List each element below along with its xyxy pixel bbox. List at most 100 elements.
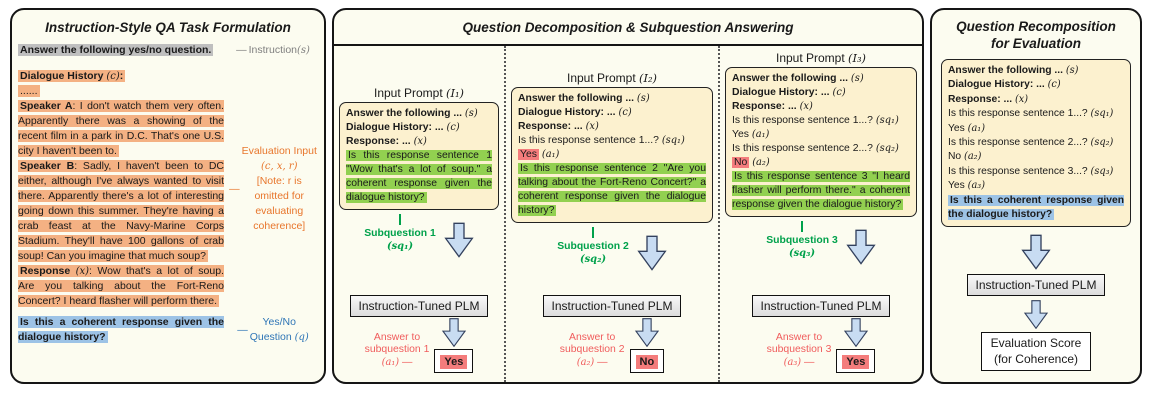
left-panel-title: Instruction-Style QA Task Formulation <box>45 20 291 35</box>
answer-to-subquestion-label-1: Answer to subquestion 1 (a₁) — <box>364 331 430 368</box>
prompt-line-instruction: Answer the following ... (s) <box>732 73 864 84</box>
input-prompt-title-2: Input Prompt (I₂) <box>566 71 657 85</box>
connector-dash: — <box>236 44 247 56</box>
right-panel-title: Question Recomposition for Evaluation <box>956 19 1116 51</box>
decomposition-column-2: Input Prompt (I₂) Answer the following .… <box>506 46 720 382</box>
prompt-line-dialogue: Dialogue History: ... (c) <box>518 107 632 118</box>
prompt-line-dialogue: Dialogue History: ... (c) <box>948 79 1061 91</box>
down-arrow-icon <box>843 318 868 347</box>
prompt-line-subq1: Is this response sentence 1...? (sq₁) <box>732 115 899 126</box>
answer-area-1: Answer to subquestion 1 (a₁) — Yes <box>365 318 474 373</box>
answer-to-subquestion-label-2: Answer to subquestion 2 (a₂) — <box>559 331 625 368</box>
prompt-line-subq3: Is this response sentence 3...? (sq₃) <box>948 165 1114 177</box>
input-prompt-title-1: Input Prompt (I₁) <box>373 86 464 100</box>
dialogue-row: Dialogue History (c): ...... Speaker A: … <box>18 69 318 309</box>
answer-box-3: Yes <box>836 349 876 373</box>
prompt-line-subq1: Is this response sentence 1...? (sq₁) <box>948 108 1114 120</box>
connector-dash: — <box>237 323 248 336</box>
input-prompt-box-3: Answer the following ... (s) Dialogue Hi… <box>725 67 917 217</box>
prompt-line-subq2: Is this response sentence 2...? (sq₂) <box>948 137 1114 149</box>
connector-tick <box>591 227 595 238</box>
middle-panel-title: Question Decomposition & Subquestion Ans… <box>462 19 794 35</box>
question-row: Is this a coherent response given the di… <box>18 315 318 345</box>
prompt-line-dialogue: Dialogue History: ... (c) <box>346 122 460 133</box>
down-arrow-icon <box>634 318 659 347</box>
down-arrow-icon <box>444 222 474 258</box>
prompt-line-instruction: Answer the following ... (s) <box>346 108 478 119</box>
connector-dash: — <box>229 182 240 195</box>
evaluation-input-label: — Evaluation Input (c, x, r) [Note: r is… <box>229 145 317 232</box>
decomposition-columns: Input Prompt (I₁) Answer the following .… <box>334 46 922 382</box>
left-panel: Instruction-Style QA Task Formulation An… <box>10 8 326 384</box>
dialogue-header: Dialogue History (c): <box>18 70 126 82</box>
decomposition-column-1: Input Prompt (I₁) Answer the following .… <box>334 46 506 382</box>
instruction-label-text: Instruction <box>248 44 298 56</box>
coherence-question-text: Is this a coherent response given the di… <box>18 316 224 343</box>
subquestion-label-3: Subquestion 3 (sq₃) <box>766 220 838 260</box>
figure-root: Instruction-Style QA Task Formulation An… <box>10 8 1142 384</box>
prompt-line-subq2: Is this response sentence 2...? (sq₂) <box>732 143 899 154</box>
subquestion-label-2: Subquestion 2 (sq₂) <box>557 226 629 266</box>
connector-tick <box>398 214 402 225</box>
dialogue-ellipsis: ...... <box>18 85 40 97</box>
response-paragraph: Response (x): Wow that's a lot of soup. … <box>18 265 224 307</box>
instruction-text-cell: Answer the following yes/no question. <box>18 43 224 58</box>
decomposition-column-3: Input Prompt (I₃) Answer the following .… <box>720 46 922 382</box>
answer-to-subquestion-label-3: Answer to subquestion 3 (a₃) — <box>766 331 832 368</box>
prompt-line-ans3: Yes (a₃) <box>948 180 986 192</box>
recomposition-prompt-box: Answer the following ... (s) Dialogue Hi… <box>941 59 1131 228</box>
instruction-row: Answer the following yes/no question. — … <box>18 43 318 58</box>
down-arrow-icon <box>1021 235 1051 271</box>
prompt-line-ans1: Yes (a₁) <box>732 129 770 140</box>
dialogue-history-block: Dialogue History (c): ...... Speaker A: … <box>18 69 224 309</box>
subquestion-text-1: Is this response sentence 1 "Wow that's … <box>346 150 492 203</box>
instruction-text: Answer the following yes/no question. <box>18 44 214 56</box>
prompt-line-response: Response: ... (x) <box>732 101 813 112</box>
plm-cluster-1: Instruction-Tuned PLM Answer to subquest… <box>349 295 489 373</box>
down-arrow-icon <box>846 229 876 265</box>
prompt-line-dialogue: Dialogue History: ... (c) <box>732 87 846 98</box>
input-prompt-title-3: Input Prompt (I₃) <box>775 51 866 65</box>
connector-tick <box>800 221 804 232</box>
plm-cluster-2: Instruction-Tuned PLM Answer to subquest… <box>542 295 682 373</box>
prompt-line-subq1: Is this response sentence 1...? (sq₁) <box>518 135 685 146</box>
prompt-line-ans2: No (a₂) <box>732 157 770 168</box>
prompt-line-ans2: No (a₂) <box>948 151 982 163</box>
prompt-line-response: Response: ... (x) <box>948 93 1029 105</box>
answer-box-1: Yes <box>434 349 474 373</box>
subquestion-text-2: Is this response sentence 2 "Are you tal… <box>518 163 706 216</box>
speaker-b-paragraph: Speaker B: Sadly, I haven't been to DC e… <box>18 160 224 262</box>
middle-panel: Question Decomposition & Subquestion Ans… <box>332 8 924 384</box>
right-panel: Question Recomposition for Evaluation An… <box>930 8 1142 384</box>
plm-box-right: Instruction-Tuned PLM <box>966 274 1106 297</box>
answer-area-3: Answer to subquestion 3 (a₃) — Yes <box>767 318 876 373</box>
plm-box-2: Instruction-Tuned PLM <box>542 295 682 317</box>
plm-box-1: Instruction-Tuned PLM <box>349 295 489 317</box>
plm-cluster-3: Instruction-Tuned PLM Answer to subquest… <box>751 295 891 373</box>
answer-box-2: No <box>629 349 665 373</box>
middle-panel-header: Question Decomposition & Subquestion Ans… <box>334 10 922 46</box>
subquestion-row-2: Subquestion 2 (sq₂) <box>511 226 713 295</box>
evaluation-score-box: Evaluation Score (for Coherence) <box>980 332 1092 372</box>
plm-box-3: Instruction-Tuned PLM <box>751 295 891 317</box>
subquestion-row-1: Subquestion 1 (sq₁) <box>339 213 499 295</box>
prompt-line-ans1: Yes (a₁) <box>948 122 986 134</box>
instruction-label: — Instruction (s) <box>228 43 318 58</box>
subquestion-row-3: Subquestion 3 (sq₃) <box>725 220 917 295</box>
instruction-var: (s) <box>297 45 310 56</box>
subquestion-label-1: Subquestion 1 (sq₁) <box>364 213 436 253</box>
answer-area-2: Answer to subquestion 2 (a₂) — No <box>559 318 665 373</box>
input-prompt-box-1: Answer the following ... (s) Dialogue Hi… <box>339 102 499 210</box>
prompt-line-response: Response: ... (x) <box>518 121 599 132</box>
prompt-line-ans1: Yes (a₁) <box>518 149 560 160</box>
yes-no-question-label: — Yes/No Question (q) <box>237 316 309 343</box>
subquestion-text-3: Is this response sentence 3 "I heard fla… <box>732 171 910 210</box>
down-arrow-icon <box>637 235 667 271</box>
input-prompt-box-2: Answer the following ... (s) Dialogue Hi… <box>511 87 713 223</box>
prompt-line-instruction: Answer the following ... (s) <box>948 65 1079 76</box>
coherence-question-cell: Is this a coherent response given the di… <box>18 315 224 345</box>
speaker-a-paragraph: Speaker A: I don't watch them very often… <box>18 100 224 157</box>
prompt-line-response: Response: ... (x) <box>346 136 427 147</box>
prompt-line-instruction: Answer the following ... (s) <box>518 93 650 104</box>
recomposed-question-text: Is this a coherent response given the di… <box>948 194 1124 221</box>
